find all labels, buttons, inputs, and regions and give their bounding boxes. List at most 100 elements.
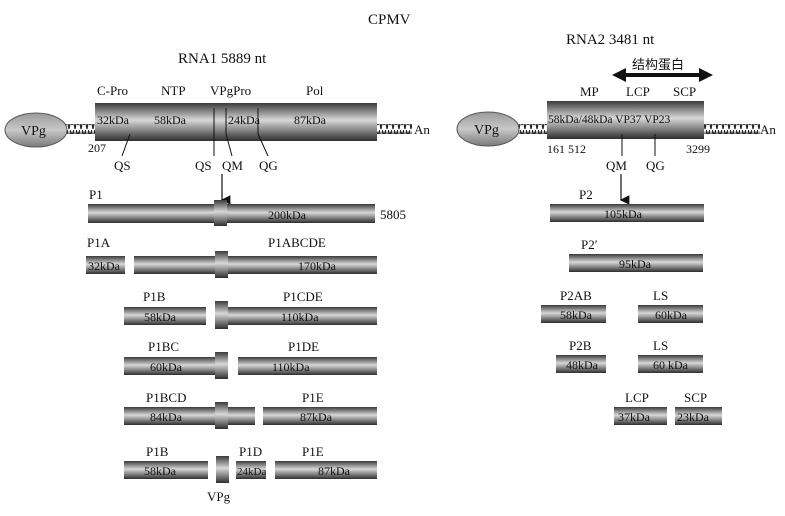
p1de-bar: [238, 357, 377, 375]
rna1-seg-24kda: 24kDa: [228, 113, 261, 127]
diagram-title: CPMV: [368, 12, 411, 28]
p1bc-bar: [124, 357, 228, 375]
p1b-final-bar: [124, 461, 208, 479]
p2b-mass: 48kDa: [566, 358, 599, 372]
p1b-bar: [124, 307, 206, 325]
vpg-bottom-label: VPg: [207, 489, 231, 504]
p2b-bar: [556, 355, 606, 373]
rna1-site-qg: QG: [259, 158, 278, 173]
rna2-site-qg: QG: [646, 158, 665, 173]
p1d-label: P1D: [239, 444, 262, 459]
p1b-final-label: P1B: [146, 444, 169, 459]
rna2-heading: RNA2 3481 nt: [566, 32, 655, 48]
ls-2-label: LS: [653, 338, 668, 353]
rna1-panel: RNA1 5889 nt C-Pro NTP VPgPro Pol 32kDa …: [4, 51, 430, 504]
p1d-bar: [236, 461, 266, 479]
rna2-site-qm: QM: [606, 158, 627, 173]
p1b-mass: 58kDa: [144, 310, 177, 324]
structural-proteins-label: 结构蛋白: [632, 57, 684, 72]
p1bc-mass: 60kDa: [150, 360, 183, 374]
rna1-vpg: [4, 112, 68, 148]
p1-end-position: 5805: [380, 207, 406, 222]
p1bcd-vpg-block: [215, 402, 228, 429]
p2ab-label: P2AB: [560, 288, 592, 303]
p1cde-mass: 110kDa: [281, 310, 319, 324]
p1cde-bar: [215, 307, 377, 325]
p2-bar: [550, 204, 704, 222]
ls-mass: 60kDa: [655, 308, 688, 322]
p1bc-label: P1BC: [148, 339, 179, 354]
rna1-tail-label: An: [414, 122, 430, 137]
p1abcde-vpg-block: [215, 251, 228, 278]
p2ab-mass: 58kDa: [560, 308, 593, 322]
p1e-bar: [263, 407, 377, 425]
rna1-vpg-label: VPg: [21, 124, 46, 139]
ls-bar: [638, 305, 703, 323]
p1cde-label: P1CDE: [283, 289, 323, 304]
scp-label: SCP: [684, 390, 707, 405]
rna2-vpg-label: VPg: [474, 123, 499, 138]
p1bcd-bar: [124, 407, 255, 425]
scp-mass: 23kDa: [677, 410, 710, 424]
p2-label: P2: [579, 187, 593, 202]
p2-prime-label: P2′: [581, 237, 598, 252]
p2-prime-mass: 95kDa: [619, 257, 652, 271]
rna2-tail-label: An: [760, 122, 776, 137]
rna2-start-positions: 161 512: [547, 142, 586, 156]
rna1-domain-pol: Pol: [306, 83, 324, 98]
p1-bar: [88, 204, 375, 223]
rna2-domain-lcp: LCP: [626, 84, 650, 99]
p2ab-bar: [541, 305, 606, 323]
p1a-mass: 32kDa: [88, 259, 121, 273]
rna1-seg-32kda: 32kDa: [97, 113, 130, 127]
p1e-final-label: P1E: [302, 444, 324, 459]
rna1-seg-58kda: 58kDa: [154, 113, 187, 127]
arrow-left-head: [612, 68, 626, 82]
rna2-panel: RNA2 3481 nt 结构蛋白 MP LCP SCP 58kDa/48kDa…: [456, 32, 776, 425]
p1b-final-mass: 58kDa: [144, 464, 177, 478]
rna1-heading: RNA1 5889 nt: [178, 51, 267, 67]
rna2-domain-scp: SCP: [673, 84, 696, 99]
ls-label: LS: [653, 288, 668, 303]
p1abcde-mass: 170kDa: [298, 259, 337, 273]
p2b-label: P2B: [569, 338, 592, 353]
arrow-right-head: [699, 68, 713, 82]
rna1-site-line: [225, 133, 233, 157]
scp-bar: [675, 407, 722, 425]
rna1-domain-cpro: C-Pro: [97, 83, 128, 98]
rna1-site-qs: QS: [195, 158, 212, 173]
rna1-domain-vpgpro: VPgPro: [210, 83, 251, 98]
rna2-polyprotein-bar: [547, 101, 704, 139]
rna1-domain-ntp: NTP: [161, 83, 186, 98]
p1e-mass: 87kDa: [300, 410, 333, 424]
rna1-site-line: [257, 133, 269, 157]
rna2-segments: 58kDa/48kDa VP37 VP23: [548, 114, 670, 126]
p1-mass: 200kDa: [268, 208, 307, 222]
p1b-label: P1B: [143, 289, 166, 304]
p1e-label: P1E: [302, 390, 324, 405]
p2-prime-bar: [569, 254, 703, 272]
p1d-mass: 24kDa: [237, 466, 266, 478]
p2-mass: 105kDa: [604, 207, 643, 221]
rna2-end-position: 3299: [686, 142, 710, 156]
rna2-vpg: [456, 111, 520, 147]
p1a-bar: [86, 256, 125, 274]
p1bcd-mass: 84kDa: [150, 410, 183, 424]
rna1-start-position: 207: [88, 141, 106, 155]
lcp-label: LCP: [625, 390, 649, 405]
p1bc-vpg-block: [215, 352, 228, 379]
lcp-mass: 37kDa: [618, 410, 651, 424]
p1-vpg-block: [214, 200, 227, 226]
rna1-seg-87kda: 87kDa: [294, 113, 327, 127]
p1de-mass: 110kDa: [272, 360, 310, 374]
rna1-site-qs: QS: [114, 158, 131, 173]
lcp-bar: [614, 407, 667, 425]
p1-label: P1: [89, 187, 103, 202]
p1de-label: P1DE: [288, 339, 319, 354]
p1abcde-bar: [134, 256, 377, 274]
p1cde-vpg-block: [215, 301, 228, 329]
p1bcd-label: P1BCD: [146, 390, 186, 405]
rna2-domain-mp: MP: [580, 84, 599, 99]
p1abcde-label: P1ABCDE: [268, 235, 326, 250]
